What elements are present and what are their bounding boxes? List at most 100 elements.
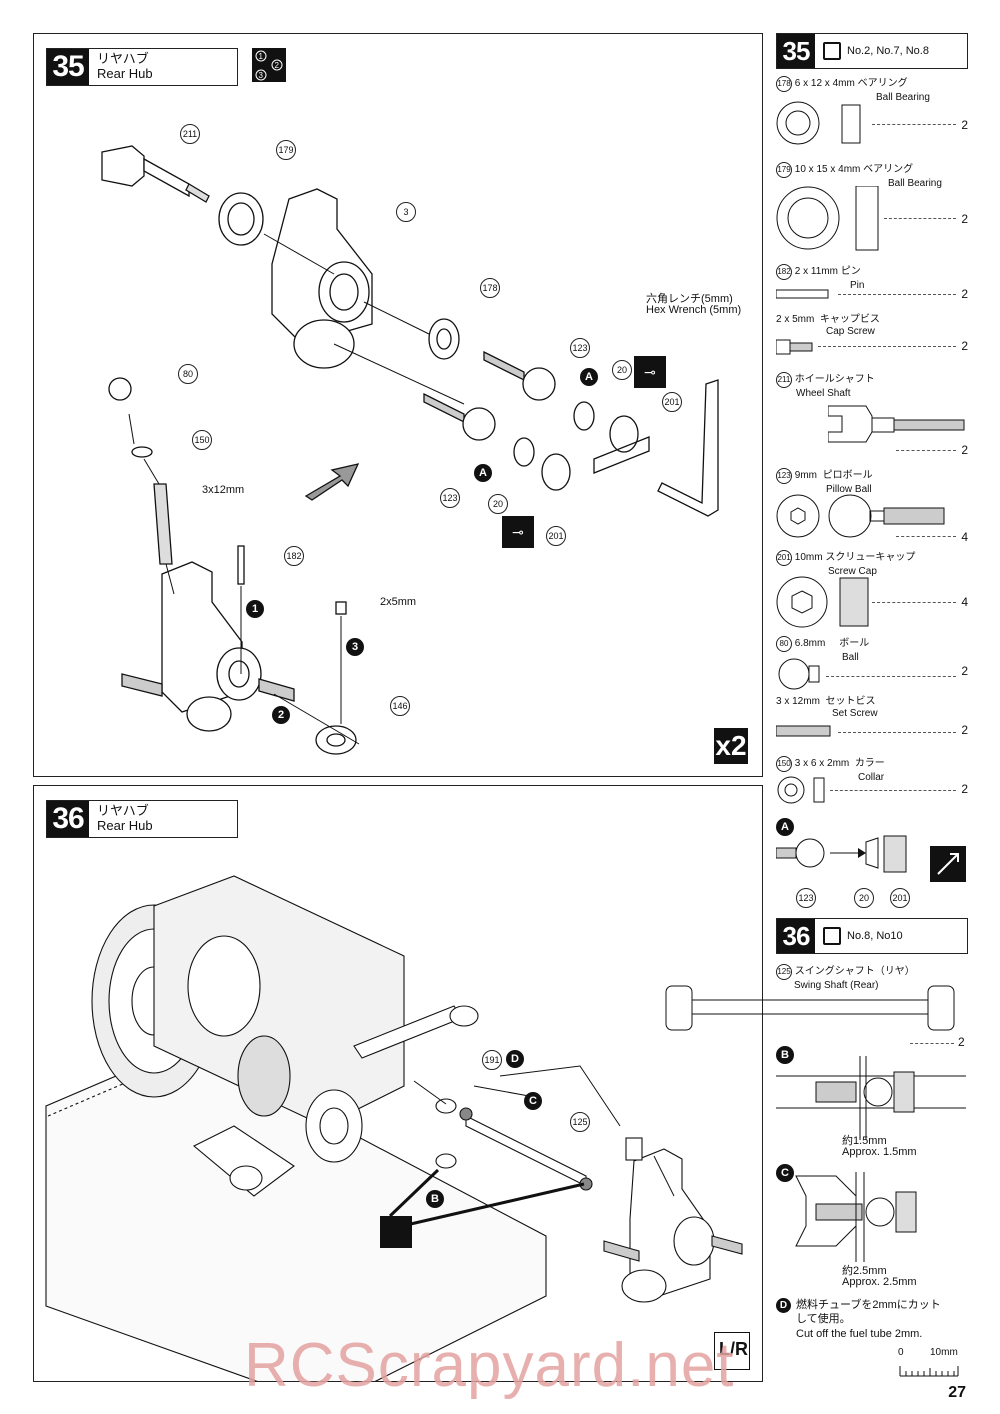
- part-name-en: Ball: [842, 652, 859, 663]
- bag-numbers: No.8, No10: [847, 930, 903, 942]
- wheel-shaft-icon: [828, 405, 965, 443]
- screw-cap-icon: [776, 576, 869, 628]
- part-name-en: Swing Shaft (Rear): [794, 980, 879, 991]
- scale-ruler: [899, 1366, 959, 1377]
- note-d-jp-2: して使用。: [796, 1313, 851, 1325]
- callout-part-201-upper: 201: [662, 392, 682, 412]
- chassis-assembly-drawing: [45, 875, 743, 1381]
- collar-icon: [777, 776, 825, 804]
- marker-d: D: [506, 1050, 524, 1068]
- assembly-a-drawing: [776, 835, 966, 882]
- part-name-jp: ピロボール: [822, 470, 873, 481]
- assembly-a-part-123: 123: [796, 888, 816, 908]
- parts-bag-icon: [823, 927, 841, 945]
- tighten-icon-upper: ⊸: [634, 356, 666, 388]
- part-name-jp: ピン: [840, 266, 861, 277]
- callout-part-123-lower: 123: [440, 488, 460, 508]
- callout-part-150: 150: [192, 430, 212, 450]
- svg-text:3: 3: [259, 71, 264, 80]
- part-row-123: 123 9mm ピロボール Pillow Ball 4: [776, 468, 968, 544]
- side-step-number: 35: [777, 34, 815, 68]
- step35-header: 35 リヤハブ Rear Hub: [46, 48, 238, 86]
- part-name-jp: ホイールシャフト: [794, 374, 875, 385]
- part-row-178: 178 6 x 12 x 4mm ベアリング Ball Bearing 2: [776, 76, 968, 146]
- part-row-182: 182 2 x 11mm ピン Pin 2: [776, 264, 968, 306]
- side-step-number: 36: [777, 919, 815, 953]
- step36-panel: 36 リヤハブ Rear Hub: [33, 785, 763, 1382]
- part-name-jp: スクリューキャップ: [825, 552, 916, 563]
- detail-c-drawing: [795, 1172, 917, 1262]
- swing-shaft-qty-line: [910, 1043, 954, 1044]
- callout-part-20-upper: 20: [612, 360, 632, 380]
- part-id: 179: [776, 162, 792, 178]
- part-qty: 2: [961, 443, 968, 457]
- part-name-en: Collar: [858, 772, 885, 783]
- step-marker-1: 1: [246, 600, 264, 618]
- detail-c-measure-jp: 約2.5mm: [842, 1265, 887, 1277]
- part-id: 150: [776, 756, 792, 772]
- rear-hub-exploded-drawing: [101, 145, 719, 755]
- part-row-125: 125 スイングシャフト（リヤ） Swing Shaft (Rear): [776, 964, 968, 1050]
- multiplier-badge: x2: [714, 728, 748, 764]
- part-row-211: 211 ホイールシャフト Wheel Shaft 2: [776, 372, 968, 458]
- left-right-icon: L/R: [714, 1332, 750, 1370]
- step-title-en: Rear Hub: [97, 818, 153, 833]
- note-d-jp-1: 燃料チューブを2mmにカット: [796, 1299, 941, 1311]
- part-size: 3 x 12mm: [776, 696, 820, 707]
- part-size: 10mm: [794, 552, 823, 563]
- part-id: 201: [776, 550, 792, 566]
- callout-part-3: 3: [396, 202, 416, 222]
- tighten-icon-lower: ⊸: [502, 516, 534, 548]
- part-size: 9mm: [794, 470, 818, 481]
- step-number: 36: [47, 801, 89, 837]
- assembly-a-marker: A: [776, 818, 794, 836]
- part-size: 6.8mm: [794, 638, 826, 649]
- part-name-en: Screw Cap: [828, 566, 877, 577]
- wrench-label-jp: 六角レンチ(5mm): [646, 293, 733, 305]
- step-marker-2: 2: [272, 706, 290, 724]
- pin-icon: [776, 289, 829, 299]
- swing-shaft-qty: 2: [958, 1035, 965, 1049]
- watermark: RCScrapyard.net: [244, 1331, 735, 1400]
- step-title-jp: リヤハブ: [97, 803, 149, 818]
- part-name-jp: ボール: [839, 638, 870, 649]
- part-row-201: 201 10mm スクリューキャップ Screw Cap 4: [776, 550, 968, 628]
- part-row-cap-screw: 2 x 5mm キャップビス Cap Screw 2: [776, 314, 968, 362]
- part-qty: 2: [961, 782, 968, 796]
- ball-icon: [778, 658, 820, 690]
- callout-part-123-upper: 123: [570, 338, 590, 358]
- part-name-jp: セットビス: [825, 696, 876, 707]
- part-id: 125: [776, 964, 792, 980]
- part-qty: 2: [961, 212, 968, 226]
- marker-a-lower: A: [474, 464, 492, 482]
- parts-bag-icon: [823, 42, 841, 60]
- part-size: 2 x 11mm: [794, 266, 838, 277]
- part-size: 10 x 15 x 4mm: [794, 164, 861, 175]
- part-name-en: Wheel Shaft: [796, 388, 851, 399]
- part-id: 182: [776, 264, 792, 280]
- detail-c-measure-en: Approx. 2.5mm: [842, 1276, 917, 1288]
- part-id: 178: [776, 76, 792, 92]
- part-row-150: 150 3 x 6 x 2mm カラー Collar 2: [776, 756, 968, 806]
- lr-label: L/R: [719, 1339, 748, 1359]
- part-size: 3 x 6 x 2mm: [794, 758, 850, 769]
- callout-part-179: 179: [276, 140, 296, 160]
- marker-c: C: [524, 1092, 542, 1110]
- detail-b-drawing: [776, 1056, 966, 1140]
- detail-c-marker: C: [776, 1164, 794, 1182]
- part-id: 123: [776, 468, 792, 484]
- detail-b-measure-jp: 約1.5mm: [842, 1135, 887, 1147]
- step-number: 35: [47, 49, 89, 85]
- note-d-en: Cut off the fuel tube 2mm.: [796, 1328, 923, 1340]
- set-screw-icon: [776, 725, 831, 737]
- callout-part-80: 80: [178, 364, 198, 384]
- part-id: 80: [776, 636, 792, 652]
- part-size: 6 x 12 x 4mm: [794, 78, 855, 89]
- assembly-a-part-20: 20: [854, 888, 874, 908]
- detail-b-measure-en: Approx. 1.5mm: [842, 1146, 917, 1158]
- part-name-en: Set Screw: [832, 708, 878, 719]
- marker-b: B: [426, 1190, 444, 1208]
- part-name-en: Ball Bearing: [876, 92, 930, 103]
